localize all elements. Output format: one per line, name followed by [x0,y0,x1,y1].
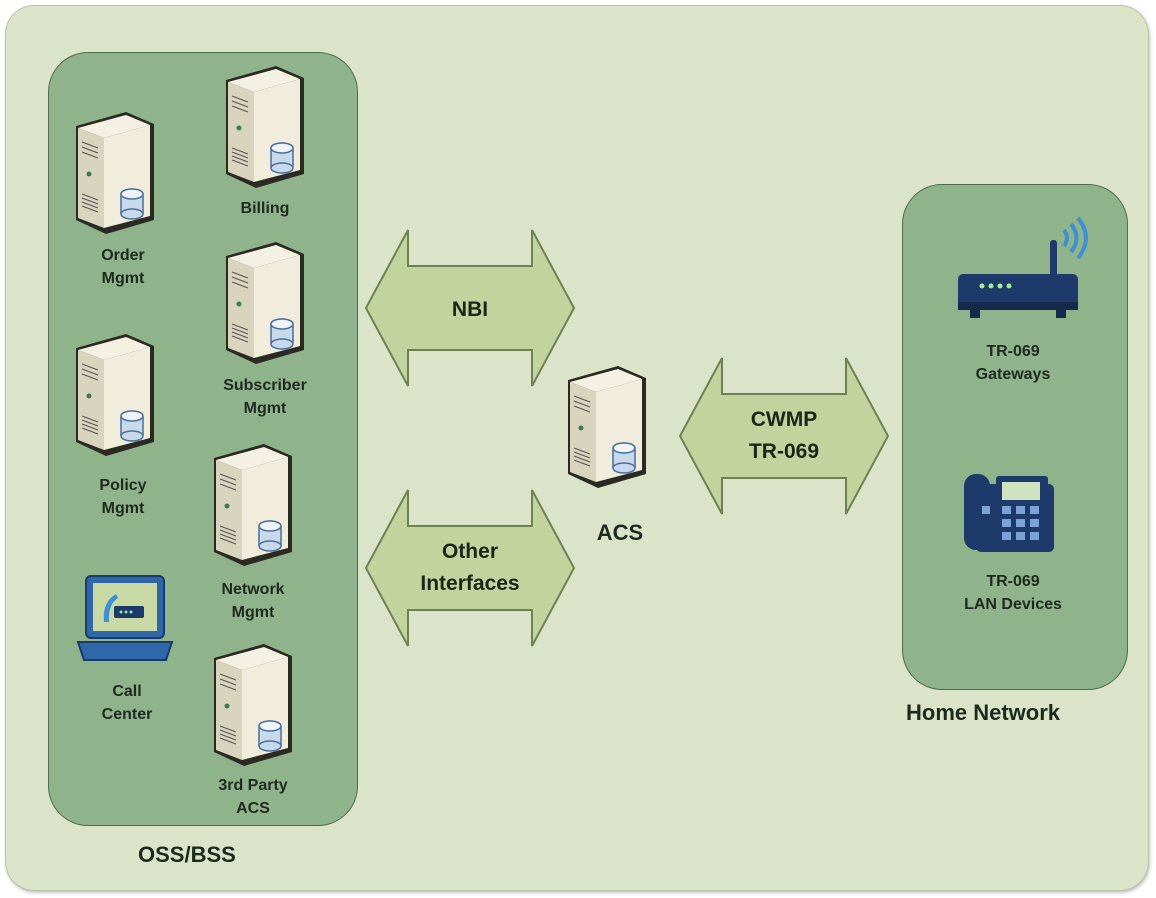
gateways-label: TR-069 Gateways [975,343,1051,383]
call-center-label: Call Center [101,683,153,723]
home-network-title: Home Network [906,700,1061,725]
server-icon [226,242,304,364]
network-mgmt-label: Network Mgmt [221,581,285,621]
policy-mgmt-label: Policy Mgmt [99,477,147,517]
laptop-icon [76,575,174,661]
third-party-acs-label: 3rd Party ACS [218,777,288,817]
nbi-arrow [364,229,576,387]
home-network-panel [902,184,1128,690]
server-icon [568,366,646,488]
oss-bss-title: OSS/BSS [138,842,236,867]
cwmp-label: CWMP TR-069 [748,408,820,463]
lan-devices-label: TR-069 LAN Devices [964,573,1062,613]
acs-label: ACS [596,520,644,545]
cwmp-arrow [678,357,890,515]
other-interfaces-label: Other Interfaces [420,540,520,595]
nbi-label: NBI [451,298,489,321]
server-icon [76,112,154,234]
server-icon [226,66,304,188]
order-mgmt-label: Order Mgmt [101,247,145,287]
phone-icon [964,474,1054,552]
subscriber-mgmt-label: Subscriber Mgmt [223,377,307,417]
server-icon [214,644,292,766]
server-icon [214,444,292,566]
router-icon [958,216,1088,318]
billing-label: Billing [240,200,290,217]
server-icon [76,334,154,456]
other-interfaces-arrow [364,489,576,647]
